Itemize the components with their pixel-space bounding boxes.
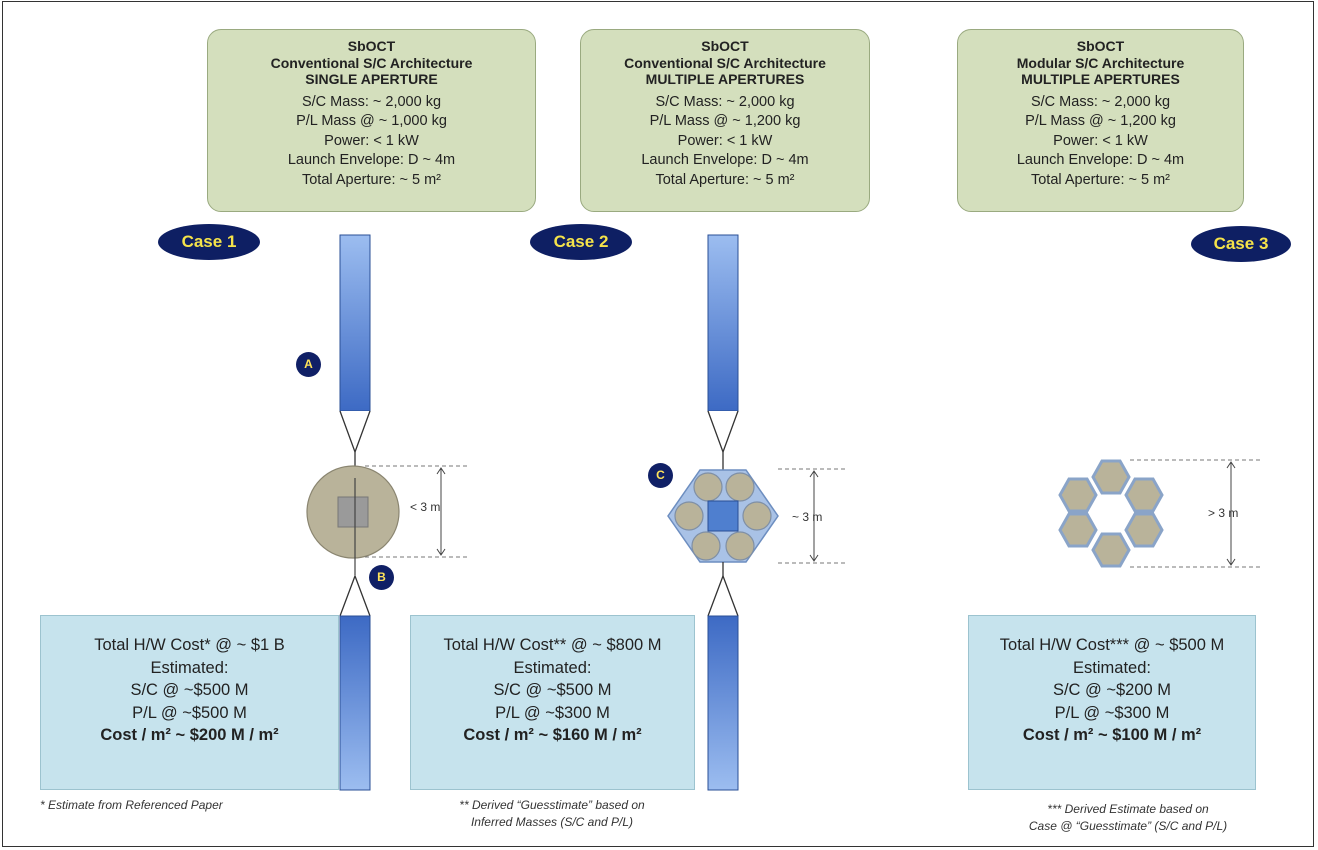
cost-sc: S/C @ ~$200 M <box>1052 681 1172 699</box>
spec-total-aperture: Total Aperture: ~ 5 m² <box>301 171 442 188</box>
case2-spec-box: SbOCT Conventional S/C Architecture MULT… <box>580 29 870 212</box>
spec-title: SbOCT <box>347 38 396 54</box>
spec-architecture: Conventional S/C Architecture <box>270 54 473 71</box>
cost-total: Total H/W Cost* @ ~ $1 B <box>94 636 285 654</box>
marker-c: C <box>648 463 673 488</box>
case2-cost-box: Total H/W Cost** @ ~ $800 M Estimated: S… <box>410 615 695 790</box>
cost-estimated-label: Estimated: <box>513 658 592 677</box>
case3-footnote: *** Derived Estimate based on Case @ “Gu… <box>1028 802 1228 833</box>
case3-modular-ring <box>1058 459 1262 568</box>
case2-dimension-label: ~ 3 m <box>792 510 823 524</box>
cost-per-m2: Cost / m² ~ $160 M / m² <box>463 726 642 744</box>
spec-envelope: Launch Envelope: D ~ 4m <box>641 152 809 168</box>
marker-b: B <box>369 565 394 590</box>
spec-architecture: Conventional S/C Architecture <box>624 54 826 71</box>
cost-estimated-label: Estimated: <box>1073 658 1151 677</box>
cost-total: Total H/W Cost** @ ~ $800 M <box>443 636 662 654</box>
case1-telescope-assembly <box>306 234 470 791</box>
case2-badge: Case 2 <box>530 224 632 260</box>
case1-dimension-label: < 3 m <box>410 500 441 514</box>
sub-apertures <box>674 472 772 561</box>
spec-total-aperture: Total Aperture: ~ 5 m² <box>1030 171 1171 188</box>
hex-modules <box>1058 459 1164 568</box>
spec-power: Power: < 1 kW <box>677 132 773 149</box>
cost-estimated-label: Estimated: <box>150 658 229 677</box>
spec-pl-mass: P/L Mass @ ~ 1,200 kg <box>649 113 801 129</box>
case2-footnote: ** Derived “Guesstimate” based on Inferr… <box>459 798 645 829</box>
case1-badge: Case 1 <box>158 224 260 260</box>
spec-title: SbOCT <box>1076 38 1125 54</box>
cost-per-m2: Cost / m² ~ $100 M / m² <box>1022 726 1202 744</box>
spec-sc-mass: S/C Mass: ~ 2,000 kg <box>301 93 442 110</box>
spec-sc-mass: S/C Mass: ~ 2,000 kg <box>655 93 795 110</box>
spec-power: Power: < 1 kW <box>1053 132 1148 149</box>
cost-sc: S/C @ ~$500 M <box>493 681 612 699</box>
lower-tube <box>339 615 371 791</box>
marker-a: A <box>296 352 321 377</box>
case3-dimension-label: > 3 m <box>1208 506 1239 520</box>
case2-telescope-assembly <box>667 234 846 791</box>
spec-power: Power: < 1 kW <box>324 132 419 149</box>
case3-cost-box: Total H/W Cost*** @ ~ $500 M Estimated: … <box>968 615 1256 790</box>
upper-cone <box>339 410 371 454</box>
upper-cone <box>707 410 739 454</box>
spec-aperture-type: MULTIPLE APERTURES <box>645 71 805 87</box>
spec-architecture: Modular S/C Architecture <box>1016 54 1185 71</box>
case1-footnote: * Estimate from Referenced Paper <box>40 798 223 812</box>
upper-tube <box>339 234 371 412</box>
cost-pl: P/L @ ~$300 M <box>1054 703 1170 722</box>
spec-pl-mass: P/L Mass @ ~ 1,000 kg <box>296 113 447 129</box>
upper-tube <box>707 234 739 412</box>
lower-cone <box>339 574 371 617</box>
spec-aperture-type: MULTIPLE APERTURES <box>1021 71 1180 87</box>
cost-total: Total H/W Cost*** @ ~ $500 M <box>999 636 1225 654</box>
spec-title: SbOCT <box>701 38 749 54</box>
case1-cost-box: Total H/W Cost* @ ~ $1 B Estimated: S/C … <box>40 615 339 790</box>
spec-sc-mass: S/C Mass: ~ 2,000 kg <box>1030 93 1171 110</box>
case3-badge: Case 3 <box>1191 226 1291 262</box>
lower-tube <box>707 615 739 791</box>
case3-spec-box: SbOCT Modular S/C Architecture MULTIPLE … <box>957 29 1244 212</box>
cost-per-m2: Cost / m² ~ $200 M / m² <box>100 726 279 744</box>
cost-pl: P/L @ ~$300 M <box>495 703 610 722</box>
case1-spec-box: SbOCT Conventional S/C Architecture SING… <box>207 29 536 212</box>
secondary-mirror <box>337 496 369 528</box>
spec-envelope: Launch Envelope: D ~ 4m <box>1016 152 1185 168</box>
spec-aperture-type: SINGLE APERTURE <box>305 71 438 87</box>
cost-sc: S/C @ ~$500 M <box>130 681 249 699</box>
cost-pl: P/L @ ~$500 M <box>132 703 247 722</box>
spec-pl-mass: P/L Mass @ ~ 1,200 kg <box>1025 113 1176 129</box>
spec-total-aperture: Total Aperture: ~ 5 m² <box>655 171 795 188</box>
lower-cone <box>707 574 739 617</box>
spec-envelope: Launch Envelope: D ~ 4m <box>287 152 456 168</box>
central-module <box>707 500 739 532</box>
